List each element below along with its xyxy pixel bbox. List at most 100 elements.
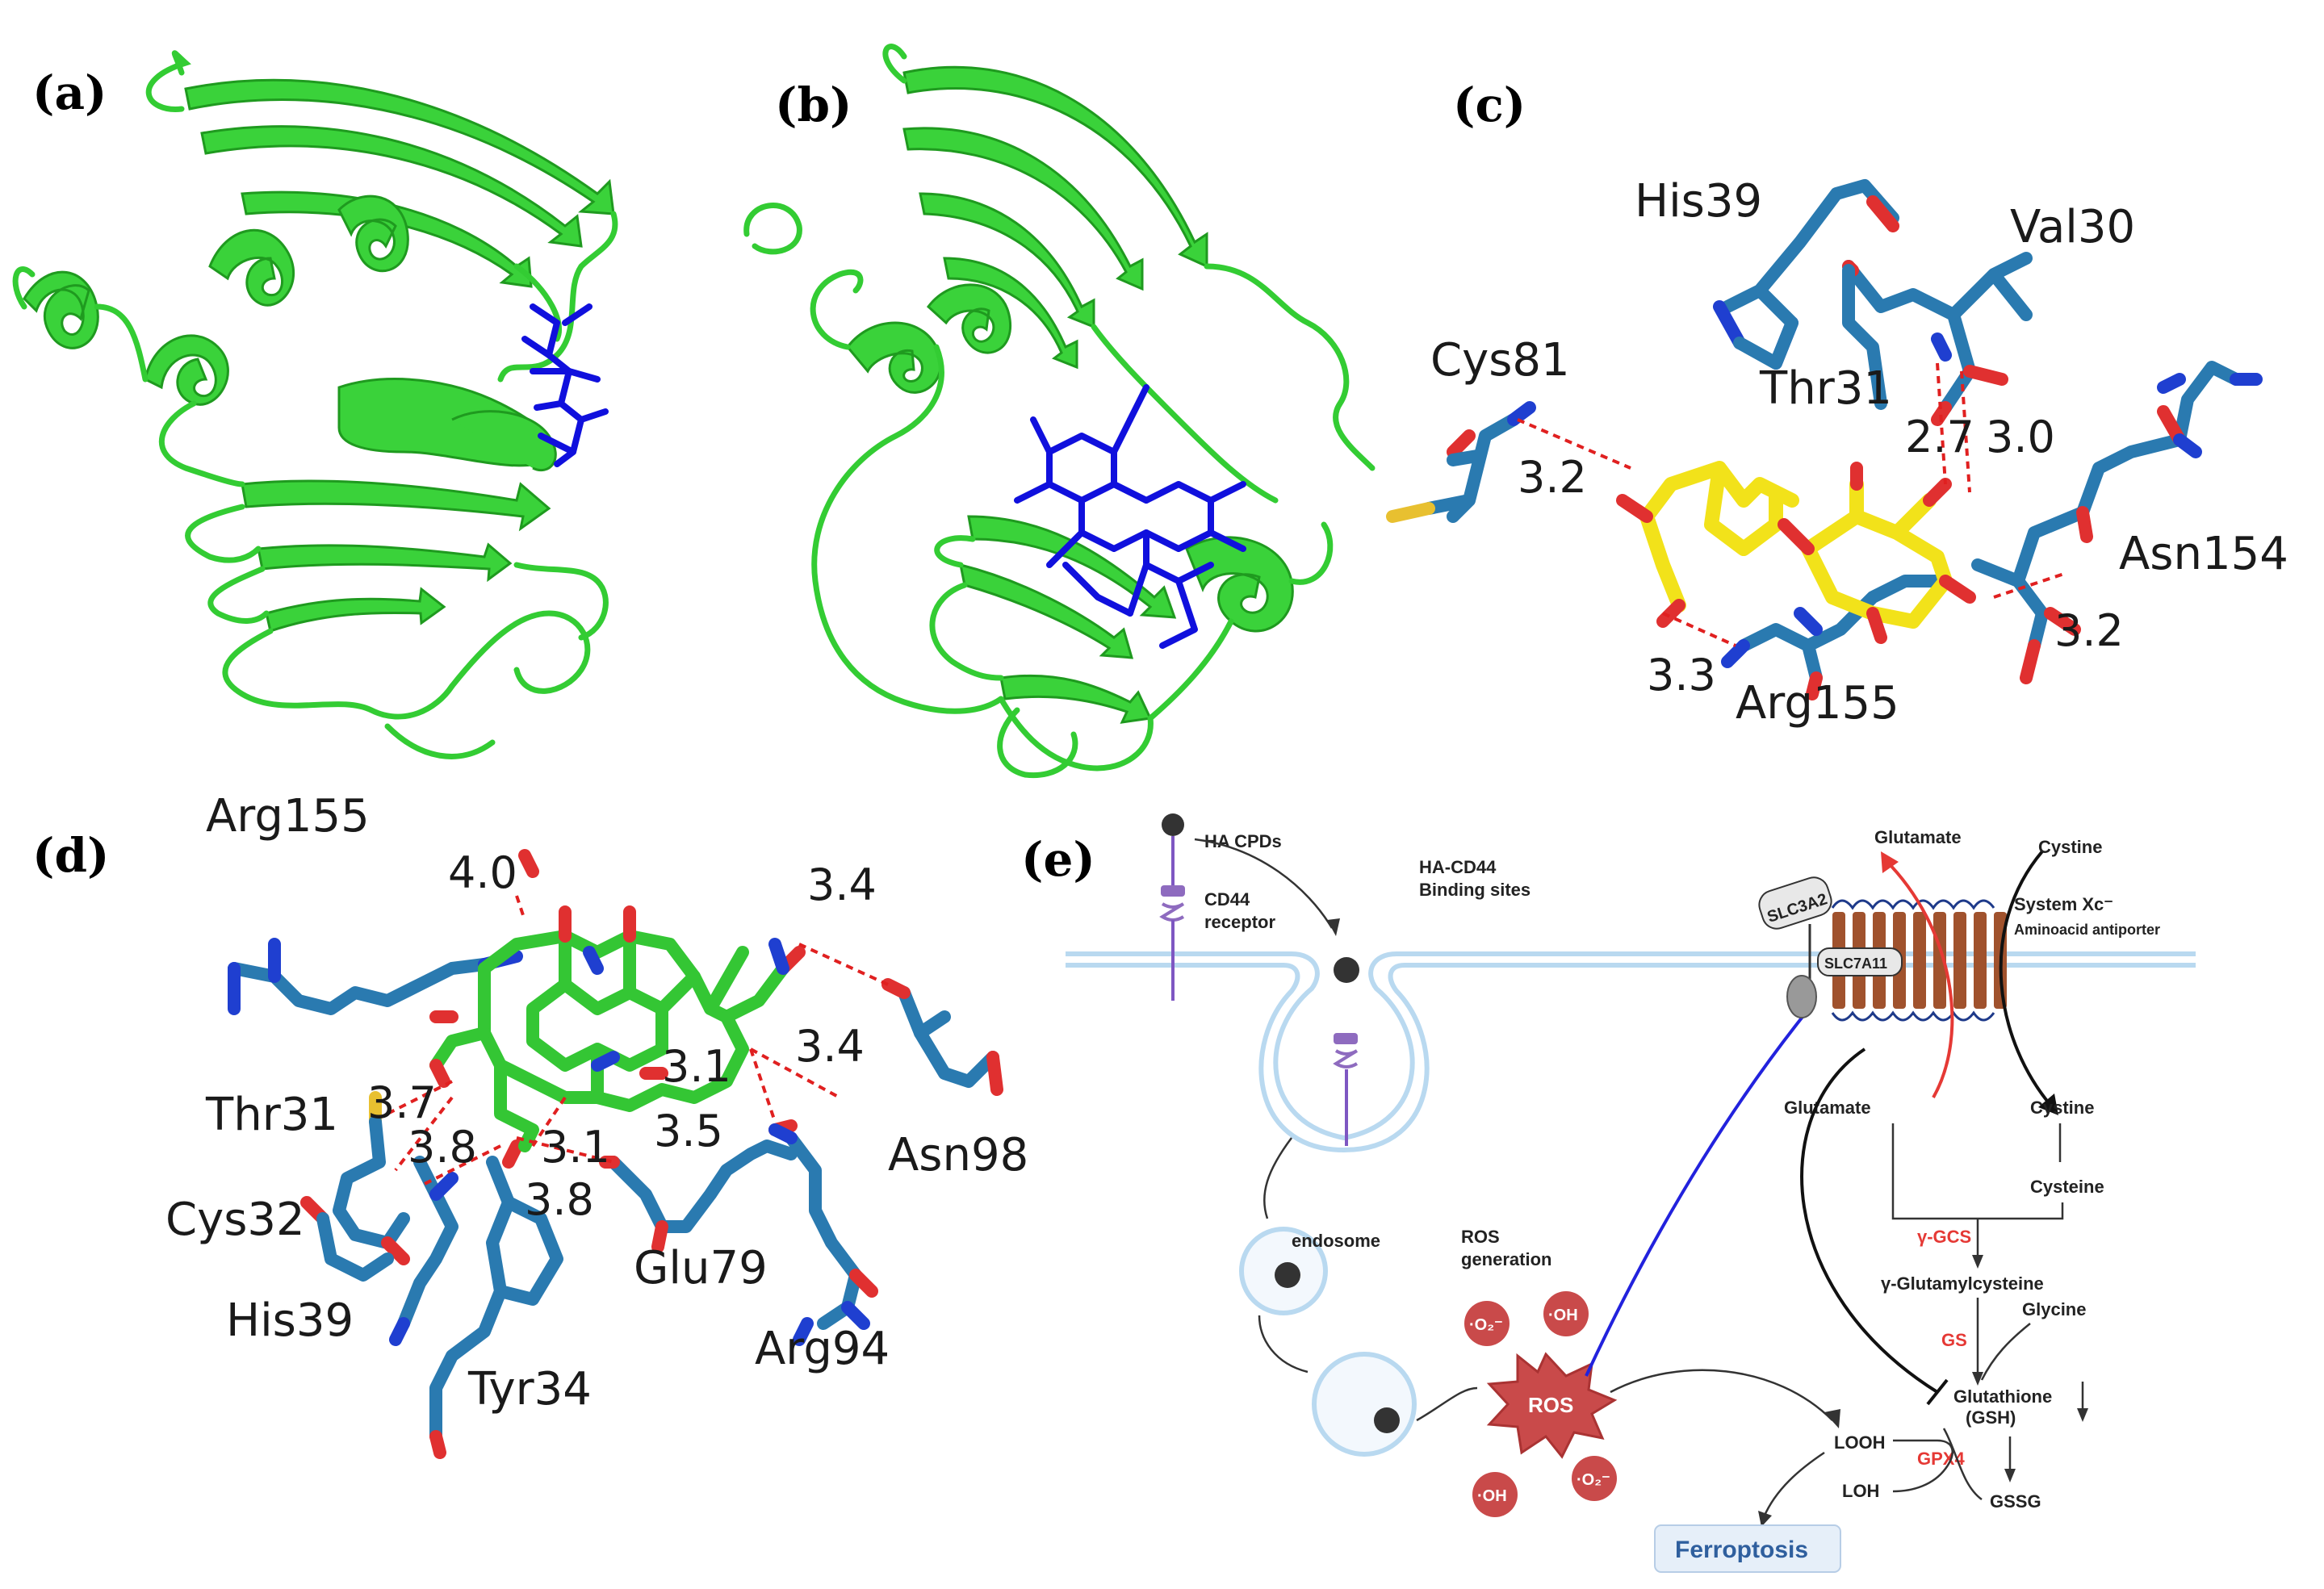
arrow-head <box>1972 1255 1983 1269</box>
panel-a-letter: (a) <box>32 65 107 120</box>
residue-label: Asn154 <box>2119 528 2288 580</box>
residue-label: His39 <box>1635 175 1762 228</box>
glutamate-export-arrow <box>1883 858 1954 1098</box>
loh-label: LOH <box>1842 1481 1879 1501</box>
distance-label: 3.4 <box>807 859 877 910</box>
cystine-top-label: Cystine <box>2038 837 2102 857</box>
bound-particle <box>1334 957 1359 983</box>
slc3a2-anchor <box>1786 975 1817 1018</box>
ha-cpds-label: HA CPDs <box>1204 831 1282 851</box>
panel-a: (a) <box>12 50 618 759</box>
residue-val30-c <box>1842 252 2033 426</box>
residue-label: Cys32 <box>165 1194 305 1246</box>
arrow-head <box>1881 851 1899 873</box>
gssg-label: GSSG <box>1990 1491 2041 1512</box>
gs-label: GS <box>1941 1330 1967 1350</box>
panel-b-letter: (b) <box>775 77 852 132</box>
hbond-d <box>749 1048 777 1123</box>
arrow-head <box>1327 918 1340 936</box>
binding-arrow <box>1194 838 1334 929</box>
endosome-particle <box>1275 1262 1300 1288</box>
vesicle-arrow <box>1258 1315 1309 1374</box>
receptor-label: receptor <box>1204 912 1275 932</box>
residue-arg94-d <box>768 1123 878 1346</box>
residue-arg155-d <box>228 849 539 1015</box>
superoxide-icon <box>1464 1301 1510 1346</box>
cell-membrane <box>1066 951 2196 1153</box>
gamma-glutamylcysteine-label: γ-Glutamylcysteine <box>1881 1273 2044 1294</box>
residue-label: Asn98 <box>888 1129 1028 1181</box>
distance-label: 3.7 <box>367 1077 437 1128</box>
cystine-in-label: Cystine <box>2030 1098 2094 1118</box>
slc7a11-label: SLC7A11 <box>1824 955 1887 972</box>
hbond-arg155 <box>1662 612 1736 647</box>
gamma-gcs-label: γ-GCS <box>1917 1227 1971 1247</box>
arrow-head <box>1824 1409 1840 1428</box>
ferroptosis-box <box>1654 1524 1841 1573</box>
residue-arg155-c <box>1721 575 1944 700</box>
cd44-label: CD44 <box>1204 889 1250 909</box>
late-vesicle <box>1312 1352 1417 1457</box>
slc7a11-loops-bottom <box>1831 1010 1995 1022</box>
slc7a11-loops-top <box>1831 899 1995 910</box>
cysteine-label: Cysteine <box>2030 1177 2104 1197</box>
gpx4-arrow <box>1892 1439 1953 1493</box>
gsh-label: (GSH) <box>1966 1407 2016 1428</box>
protein-ribbon-b <box>743 44 1376 779</box>
residue-label: Arg155 <box>206 790 370 843</box>
residue-label: Arg94 <box>755 1323 890 1375</box>
distance-label: 4.0 <box>448 847 517 898</box>
ha-cpd-particle <box>1162 813 1184 836</box>
ligand-d <box>429 905 806 1152</box>
inhibition-line <box>1800 1047 1939 1394</box>
residue-label: Thr31 <box>205 1089 338 1141</box>
distance-label: 3.5 <box>654 1106 723 1156</box>
hbond-d <box>531 1096 567 1148</box>
distance-label: 3.8 <box>408 1122 477 1173</box>
cd44-internal-icon <box>1334 1033 1358 1044</box>
superoxide-icon <box>1572 1456 1617 1501</box>
ros-generation-label-2: generation <box>1461 1249 1551 1269</box>
ferroptosis-label: Ferroptosis <box>1675 1537 1808 1563</box>
residue-label: Thr31 <box>1759 362 1892 415</box>
system-xc-label: System Xc⁻ <box>2014 894 2113 914</box>
hbond-d <box>394 1096 454 1172</box>
panel-e: (e) HA CPDs CD44 receptor HA-CD44 Bindin… <box>1021 813 2196 1573</box>
hbond-d <box>419 1144 501 1188</box>
system-xc-transporter: SLC3A2 SLC7A11 <box>1758 876 2007 1022</box>
binding-sites-label: Binding sites <box>1419 880 1530 900</box>
cd44-internal-coil <box>1333 1049 1359 1068</box>
cd44-receptor-icon <box>1161 885 1185 897</box>
endocytosis-arrow <box>1263 1137 1293 1219</box>
panel-c-letter: (c) <box>1453 77 1526 132</box>
ros-label: ROS <box>1528 1393 1573 1417</box>
residue-cys81-c <box>1386 401 1536 523</box>
residue-label: His39 <box>226 1294 354 1347</box>
arrow-head <box>1972 1372 1983 1386</box>
distance-label: 2.7 <box>1905 412 1974 462</box>
gs-arrows <box>1976 1298 2031 1381</box>
distance-label: 3.3 <box>1647 650 1716 700</box>
glutathione-label: Glutathione <box>1953 1386 2052 1407</box>
distance-label: 3.1 <box>662 1041 731 1092</box>
residue-label: Val30 <box>2010 201 2135 253</box>
glycine-label: Glycine <box>2022 1299 2086 1319</box>
distance-label: 3.1 <box>541 1122 610 1173</box>
ros-arrow <box>1416 1386 1478 1422</box>
hydroxyl-icon <box>1472 1472 1518 1517</box>
panel-d-letter: (d) <box>32 828 109 883</box>
arrow-head <box>2004 1469 2016 1482</box>
ha-cd44-label: HA-CD44 <box>1419 857 1497 877</box>
residue-label: Glu79 <box>634 1242 768 1294</box>
cd44-receptor-coil <box>1159 902 1185 922</box>
ligand-a <box>521 303 609 467</box>
ligand-c <box>1616 461 1976 644</box>
slc7a11-icon <box>1817 947 1903 976</box>
residue-cluster-d <box>300 1091 563 1459</box>
cystine-import-arrow <box>1999 850 2056 1111</box>
distance-label: 3.0 <box>1986 412 2055 462</box>
ligand-b <box>1014 384 1246 649</box>
arrow-head <box>2038 1093 2058 1115</box>
superoxide-label: ·O₂⁻ <box>1577 1471 1610 1489</box>
